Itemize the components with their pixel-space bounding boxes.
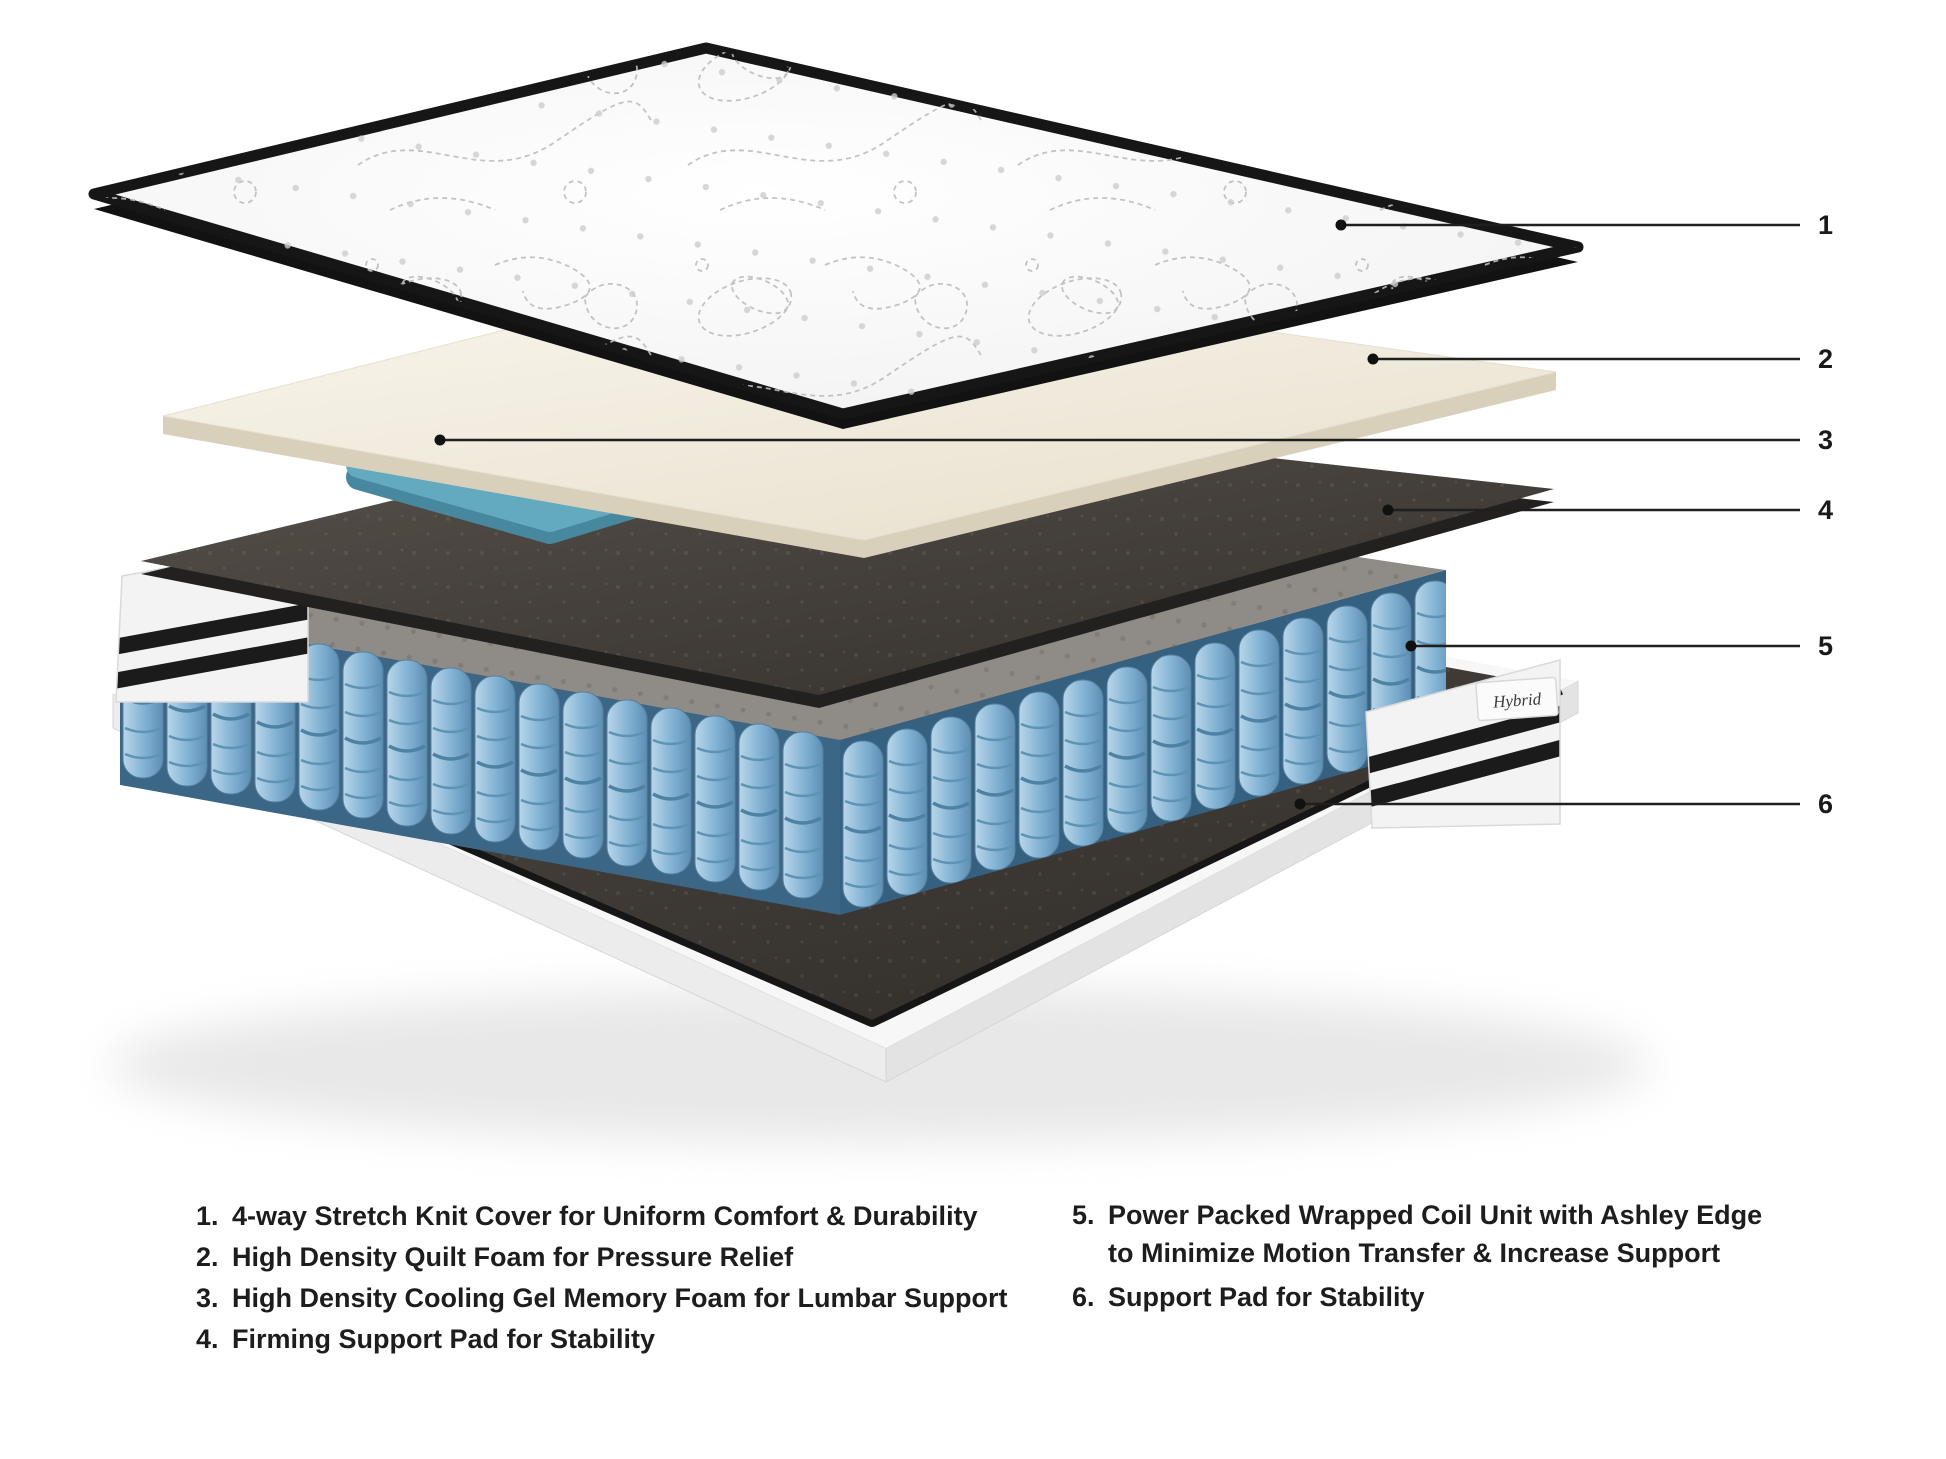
legend-item-number: 6. xyxy=(1072,1282,1095,1312)
legend-item-text-line2: to Minimize Motion Transfer & Increase S… xyxy=(1108,1238,1721,1268)
legend-item-text: Firming Support Pad for Stability xyxy=(232,1324,656,1354)
callout-line-6 xyxy=(1294,798,1800,810)
edge-support-corner-right: Hybrid xyxy=(1365,659,1561,829)
callout-line-5 xyxy=(1405,640,1800,652)
legend-item-number: 4. xyxy=(196,1324,219,1354)
callout-lines xyxy=(434,219,1800,810)
legend-left-column: 1. 4-way Stretch Knit Cover for Uniform … xyxy=(196,1196,1076,1360)
callout-line-3 xyxy=(434,434,1800,446)
legend-item-text-line1: Power Packed Wrapped Coil Unit with Ashl… xyxy=(1108,1200,1763,1230)
legend-item-3: 3. High Density Cooling Gel Memory Foam … xyxy=(196,1278,1076,1319)
hybrid-tag: Hybrid xyxy=(1475,676,1559,722)
callout-line-4 xyxy=(1382,504,1800,516)
legend-item-number: 2. xyxy=(196,1242,219,1272)
legend-item-5: 5. Power Packed Wrapped Coil Unit with A… xyxy=(1072,1196,1812,1272)
legend-item-text: 4-way Stretch Knit Cover for Uniform Com… xyxy=(232,1201,978,1231)
callout-number-3: 3 xyxy=(1818,425,1834,455)
callout-line-2 xyxy=(1367,353,1800,365)
hybrid-tag-label: Hybrid xyxy=(1491,689,1542,711)
legend-item-2: 2. High Density Quilt Foam for Pressure … xyxy=(196,1237,1076,1278)
legend-item-1: 1. 4-way Stretch Knit Cover for Uniform … xyxy=(196,1196,1076,1237)
legend-item-text: Support Pad for Stability xyxy=(1108,1282,1425,1312)
legend-item-number: 1. xyxy=(196,1201,219,1231)
callout-line-1 xyxy=(1335,219,1800,231)
legend-item-6: 6. Support Pad for Stability xyxy=(1072,1278,1812,1316)
legend-item-text: High Density Cooling Gel Memory Foam for… xyxy=(232,1283,1008,1313)
legend-item-number: 5. xyxy=(1072,1200,1095,1230)
legend-item-number: 3. xyxy=(196,1283,219,1313)
callout-number-1: 1 xyxy=(1818,210,1834,240)
legend-item-4: 4. Firming Support Pad for Stability xyxy=(196,1319,1076,1360)
legend-item-text: Power Packed Wrapped Coil Unit with Ashl… xyxy=(1108,1196,1812,1272)
callout-number-5: 5 xyxy=(1818,631,1834,661)
callout-number-4: 4 xyxy=(1818,495,1834,525)
callout-number-2: 2 xyxy=(1818,344,1834,374)
legend-right-column: 5. Power Packed Wrapped Coil Unit with A… xyxy=(1072,1196,1812,1316)
legend-item-text: High Density Quilt Foam for Pressure Rel… xyxy=(232,1242,794,1272)
callout-number-6: 6 xyxy=(1818,789,1834,819)
